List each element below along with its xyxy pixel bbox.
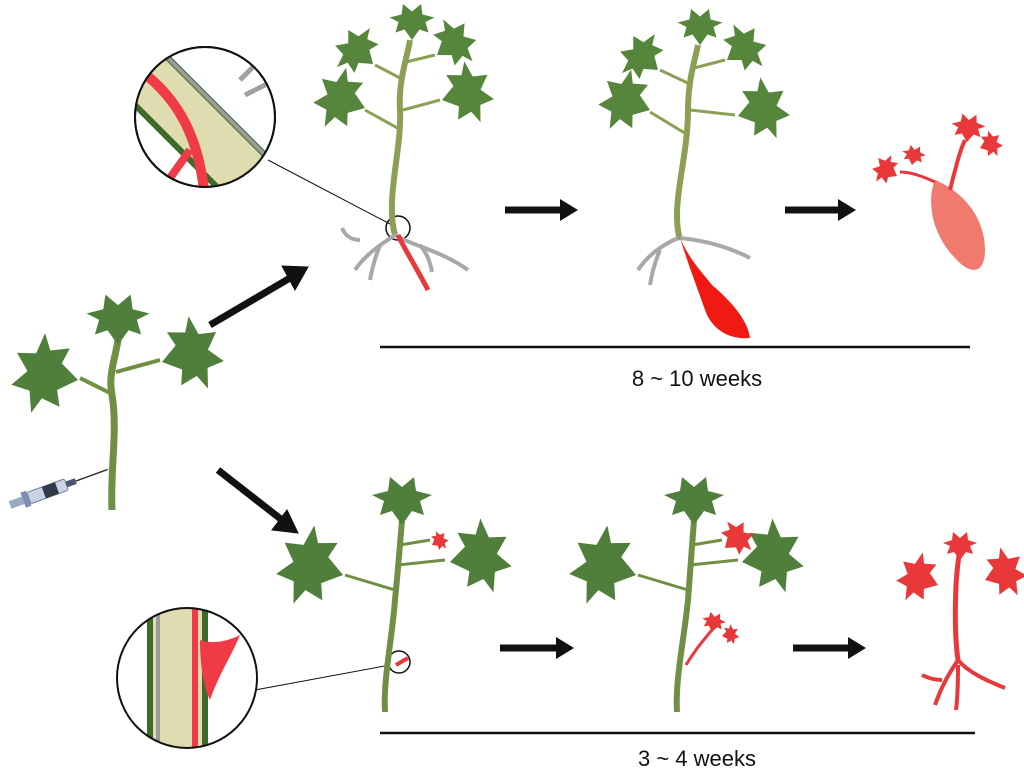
arrow-down-right: [215, 467, 299, 534]
regenerated-tuber: [867, 112, 1006, 270]
arrow-right-icon: [500, 637, 574, 659]
plant-icon: [562, 477, 808, 713]
arrow-up-right: [208, 265, 309, 329]
injected-seedling: [7, 294, 230, 511]
magnifier-circle-icon: [134, 46, 411, 241]
root-icon: [921, 658, 1006, 711]
arrow-right-icon: [505, 199, 578, 221]
arrow-right-icon: [785, 199, 856, 221]
plant-icon: [306, 4, 499, 292]
plant-icon: [269, 477, 516, 713]
syringe-icon: [8, 468, 108, 509]
plant-icon: [591, 9, 795, 339]
timeline-label-bottom: 3 ~ 4 weeks: [638, 746, 756, 771]
timeline-label-top: 8 ~ 10 weeks: [632, 366, 762, 391]
regenerated-plant: [890, 532, 1024, 711]
magnifier-circle-icon: [116, 607, 411, 749]
root-icon: [340, 227, 470, 281]
arrow-right-icon: [793, 637, 866, 659]
